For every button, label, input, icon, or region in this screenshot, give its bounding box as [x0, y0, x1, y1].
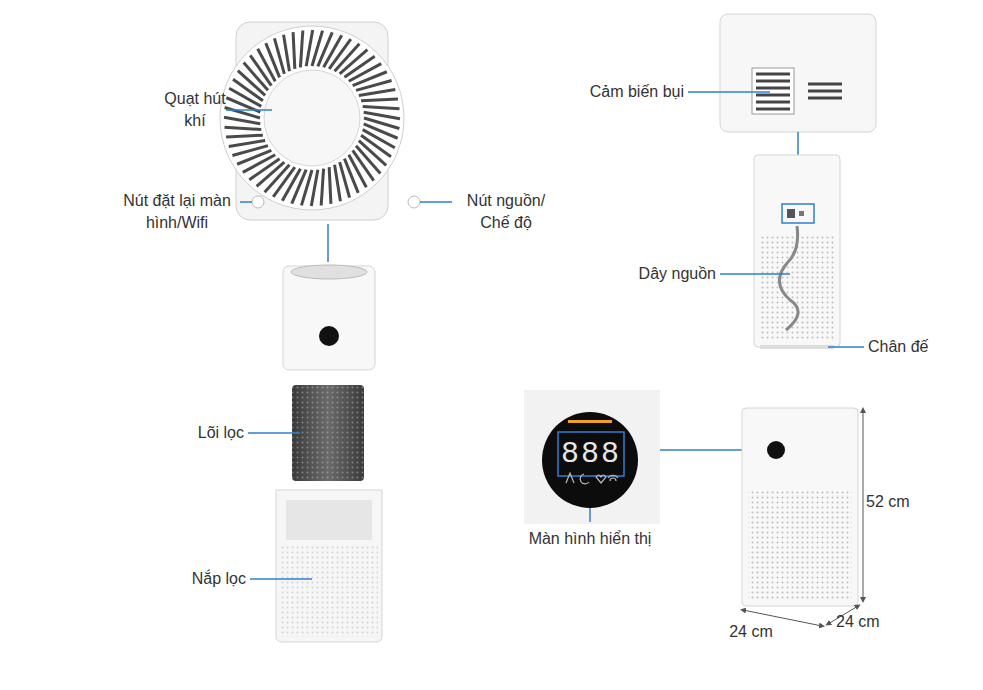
fan-blade [349, 64, 381, 82]
fan-blade [311, 170, 318, 206]
part-label: Nắp lọc [170, 568, 246, 590]
part-label: Chân đế [868, 336, 958, 358]
fan-blade [359, 90, 395, 96]
fan-blade [361, 99, 398, 101]
fan-blade [364, 124, 398, 138]
dimension-label: 52 cm [866, 491, 930, 513]
display-digits: 888 [560, 437, 622, 471]
fan-blade [284, 35, 290, 71]
fan-blade [243, 155, 275, 173]
part-label: Quạt hút khí [164, 88, 226, 132]
fan-blade [321, 169, 323, 206]
fan-blade [224, 117, 260, 124]
part-label: Dây nguồn [612, 263, 716, 285]
part-label: Lõi lọc [178, 422, 244, 444]
part-label: Nút đặt lại màn hình/Wifi [118, 190, 236, 234]
fan-blade [258, 49, 276, 81]
fan-blade [306, 30, 313, 66]
fan-blade [340, 162, 350, 198]
fan-blade [356, 80, 392, 90]
part-label: Cảm biến bụi [556, 81, 684, 103]
fan-blade [229, 141, 265, 147]
fan-blade [349, 155, 367, 187]
fan-blade [232, 146, 268, 156]
part-label: Màn hình hiển thị [510, 528, 670, 550]
dimension-label: 24 cm [716, 621, 786, 643]
part-label: Nút nguồn/ Chế độ [456, 190, 556, 234]
fan-blade [329, 167, 331, 204]
dimension-label: 24 cm [836, 611, 900, 633]
fan-blade [274, 38, 284, 74]
fan-blade [224, 127, 261, 129]
fan-blade [318, 32, 332, 66]
fan-blade [363, 106, 400, 108]
fan-blade [293, 32, 295, 69]
fan-blade [364, 112, 400, 119]
fan-blade [226, 135, 263, 137]
fan-blade [335, 165, 341, 201]
fan-blade [292, 170, 306, 204]
fan-blade [300, 30, 302, 67]
